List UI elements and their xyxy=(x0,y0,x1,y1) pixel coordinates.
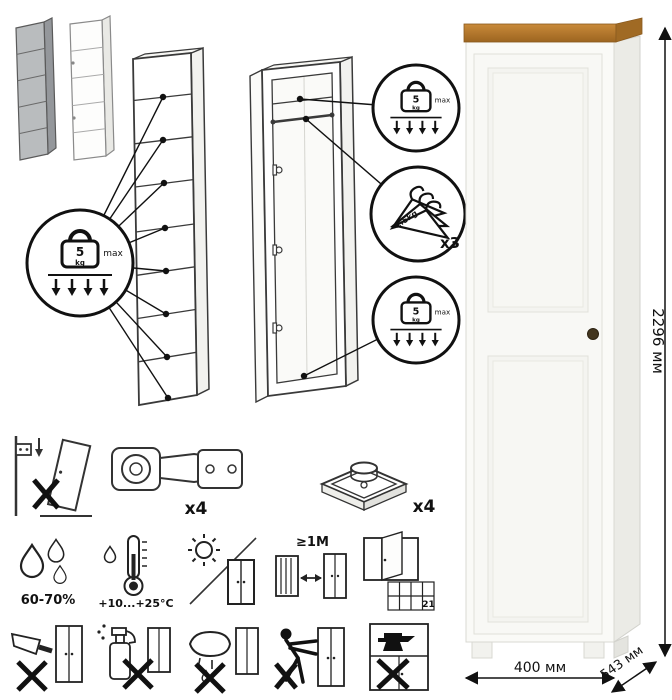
cabinet-pictogram xyxy=(147,627,171,673)
x-mark xyxy=(16,660,48,692)
bottom-weight-icon: 5 kg max xyxy=(390,292,451,347)
scraper-icon xyxy=(10,632,53,656)
cabinet-pictogram xyxy=(227,559,255,605)
shelf-cabinet xyxy=(132,46,210,407)
temperature-label: +10...+25°C xyxy=(98,597,173,610)
door-knob xyxy=(587,328,599,340)
no-overload-icon xyxy=(369,623,429,691)
no-wet-cloth-icon xyxy=(188,627,259,694)
hinge-marks xyxy=(272,164,283,334)
height-dimension: 2296 мм xyxy=(649,26,672,658)
width-dimension-label: 400 мм xyxy=(514,660,566,676)
thumb-dark-cabinet xyxy=(15,17,57,161)
wet-cloth-icon xyxy=(188,630,232,683)
height-dimension-label: 2296 мм xyxy=(649,308,667,374)
weight-value: 5 xyxy=(76,245,84,259)
shelf-load-diagram: 5 kg max xyxy=(25,46,210,407)
cabinet-pictogram xyxy=(55,625,83,683)
hanger-rod xyxy=(272,113,333,124)
bottom-weight-max-label: max xyxy=(435,307,451,316)
top-weight-icon: 5 kg max xyxy=(390,80,451,135)
no-spray-icon xyxy=(97,624,171,690)
cabinet-thumbnails xyxy=(15,15,115,161)
thumb-light-cabinet xyxy=(69,15,115,161)
interior-load-diagram: 5 kg max 1.5kg x3 xyxy=(249,55,467,404)
tipping-cabinet xyxy=(46,438,92,512)
cabinet-pictogram xyxy=(317,627,345,687)
bottom-weight-value: 5 xyxy=(413,306,420,317)
top-weight-unit: kg xyxy=(412,106,420,112)
x-mark xyxy=(32,478,60,510)
heat-distance-icon: ≥1M xyxy=(275,535,347,599)
ventilation-number: 21 xyxy=(422,600,435,610)
x-mark xyxy=(194,662,226,694)
interior-callout-dots xyxy=(296,95,310,380)
load-arrows xyxy=(51,279,109,296)
ventilation-icon: 21 xyxy=(363,531,435,611)
foot-right xyxy=(583,641,605,659)
cabinet-pictogram xyxy=(323,553,347,599)
no-direct-sunlight-icon xyxy=(188,534,257,605)
no-pushing-icon xyxy=(274,627,345,690)
weight-unit: kg xyxy=(75,259,85,267)
hinge-icon: x4 xyxy=(111,447,243,519)
x-mark xyxy=(376,658,410,690)
shelf-callout-dots xyxy=(159,93,172,402)
anti-tip-warning-icon xyxy=(14,436,92,517)
hinge-count-label: x4 xyxy=(185,499,208,519)
foot-icon: x4 xyxy=(319,461,436,517)
foot-left xyxy=(471,641,493,659)
door-panel-upper-inner xyxy=(492,72,584,308)
weight-icon: 5 kg max xyxy=(48,229,123,296)
foot-side xyxy=(613,635,629,659)
product-render: 2296 мм 400 мм 543 мм xyxy=(463,17,672,693)
cabinet-pictogram xyxy=(235,627,259,675)
spray-bottle-icon xyxy=(97,624,136,680)
humidity-label: 60-70% xyxy=(21,593,76,608)
distance-label: ≥1M xyxy=(296,535,329,550)
hanger-icon: 1.5kg x3 xyxy=(389,185,460,252)
hanger-count-label: x3 xyxy=(440,234,460,252)
weight-max-label: max xyxy=(103,249,123,259)
bottom-load-arrows xyxy=(393,332,439,347)
no-scratching-icon xyxy=(10,625,83,692)
radiator-icon xyxy=(275,555,299,597)
door-panel-lower-inner xyxy=(492,360,584,618)
top-weight-value: 5 xyxy=(413,94,420,105)
cabinet-side xyxy=(613,35,641,643)
x-mark xyxy=(274,662,298,690)
bottom-weight-unit: kg xyxy=(412,318,420,324)
x-mark xyxy=(122,658,154,690)
humidity-icon: 60-70% xyxy=(19,538,76,608)
foot-count-label: x4 xyxy=(413,497,436,517)
width-dimension: 400 мм xyxy=(464,660,616,685)
top-load-arrows xyxy=(393,120,439,135)
calendar-grid xyxy=(387,581,435,611)
sun-icon xyxy=(188,534,220,566)
temperature-icon: +10...+25°C xyxy=(98,535,174,610)
anvil-icon xyxy=(378,633,415,651)
window-icon xyxy=(363,531,419,581)
top-weight-max-label: max xyxy=(435,95,451,104)
wood-top-side xyxy=(615,17,643,43)
depth-dimension: 543 мм xyxy=(598,643,658,693)
interior-cabinet xyxy=(249,55,359,404)
wood-top xyxy=(463,23,617,43)
